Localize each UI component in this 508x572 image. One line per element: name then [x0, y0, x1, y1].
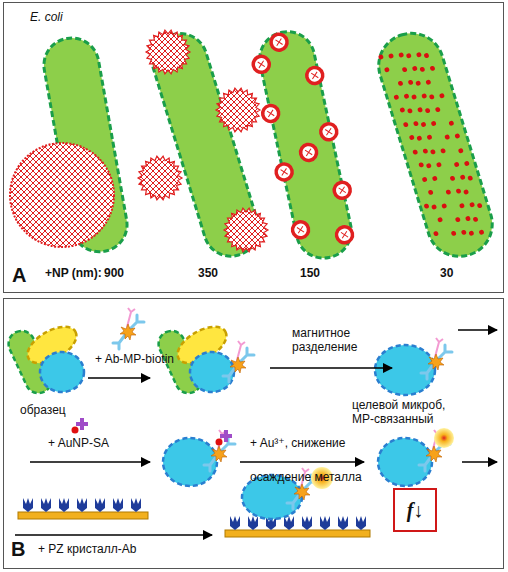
panel-letter: A	[12, 265, 26, 285]
sample-microbes	[4, 319, 84, 397]
frequency-box: f↓	[393, 488, 437, 532]
target-microbe-sa	[163, 430, 235, 486]
crystal-antibodies	[23, 498, 141, 512]
target-microbe	[375, 338, 452, 395]
reagent-label: + AuNP-SA	[48, 436, 109, 450]
nanoparticle-900	[10, 143, 114, 247]
panel-letter: B	[11, 539, 25, 559]
reagent-label: + Ab-MP-biotin	[95, 352, 174, 366]
mp-reagent-icon	[113, 308, 144, 349]
size-value: 350	[198, 266, 218, 280]
pz-crystal	[18, 512, 148, 519]
axis-caption: +NP (nm):	[45, 266, 102, 280]
panel-frame: Bf↓	[3, 298, 504, 569]
size-value: 150	[300, 266, 320, 280]
organism-name: E. coli	[30, 10, 63, 24]
step-label: образец	[20, 403, 66, 417]
frequency-symbol: f↓	[407, 500, 424, 520]
step-label: целевой микроб, MP-связанный	[352, 398, 464, 427]
reagent-label: + PZ кристалл-Ab	[38, 542, 136, 556]
pz-crystal	[225, 530, 370, 537]
step-arrow	[15, 330, 497, 535]
reagent-label: + Au³⁺, снижение	[250, 436, 345, 450]
nanoparticle-350	[138, 30, 268, 252]
panel-frame: A	[3, 2, 504, 293]
size-value: 900	[104, 266, 124, 280]
aunp-sa-icon	[72, 418, 89, 434]
step-label: осаждение металла	[250, 470, 362, 484]
bacterium	[40, 25, 501, 264]
step-label: магнитное разделение	[292, 326, 388, 355]
nanoparticle-150	[247, 26, 361, 254]
crystal-antibodies	[230, 516, 366, 530]
target-microbe-gold	[378, 428, 454, 486]
nanoparticle-30	[378, 39, 490, 248]
size-value: 30	[440, 266, 453, 280]
